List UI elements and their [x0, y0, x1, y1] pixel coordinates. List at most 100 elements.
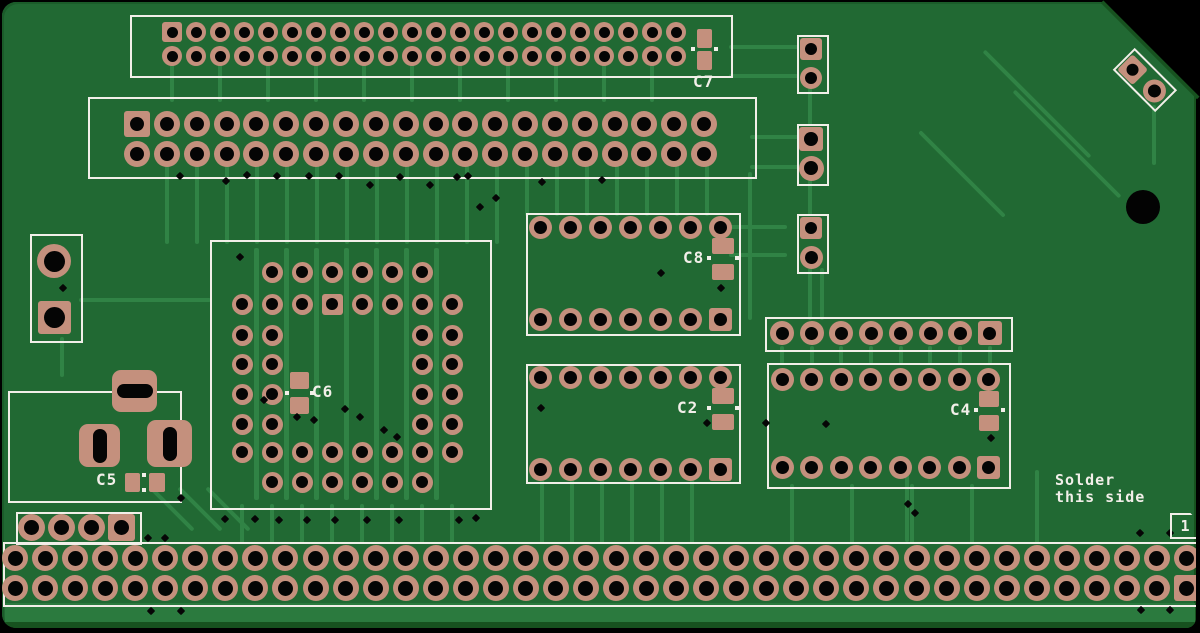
drill-hole — [236, 298, 248, 310]
bus-pin-header-pin — [332, 111, 359, 137]
drill-hole — [999, 580, 1015, 596]
dip14-socket-c8-outline — [526, 213, 741, 336]
edge-pin-header-pin — [92, 545, 119, 571]
edge-pin-header-pin — [482, 575, 509, 601]
trace — [375, 152, 379, 244]
drill-hole — [804, 132, 818, 146]
drill-hole — [236, 446, 248, 458]
drill-hole — [548, 550, 564, 566]
bus-pin-header-pin — [153, 141, 180, 167]
drill-hole — [909, 550, 924, 566]
bus-pin-header-pin — [213, 141, 240, 167]
power-connector-c5-silk-tick — [142, 488, 146, 492]
drill-hole — [547, 147, 562, 161]
drill-hole — [667, 117, 682, 131]
drill-hole — [130, 147, 144, 161]
drill-hole — [266, 266, 278, 278]
slot-hole — [116, 384, 153, 398]
power-connector-c5-smd-pad — [125, 473, 140, 492]
edge-pin-header-pin — [542, 545, 569, 571]
label-c4: C4 — [950, 400, 972, 419]
drill-hole — [113, 519, 129, 535]
pwr-pin-header-pin — [77, 513, 105, 541]
drill-hole — [286, 26, 298, 38]
top-pin-header-pin — [162, 46, 182, 66]
top-pin-header-pin — [258, 46, 278, 66]
bus-pin-header-pin — [243, 111, 270, 137]
drill-hole — [818, 580, 834, 596]
edge-pin-header-pin — [993, 545, 1020, 571]
trace — [344, 248, 349, 500]
aux-pin-header-pin — [977, 321, 1002, 345]
top-pin-header-pin — [426, 22, 446, 42]
trace — [750, 165, 799, 169]
edge-pin-header-pin — [693, 545, 720, 571]
power-connector-c5-slot-pad — [79, 424, 120, 467]
drill-hole — [952, 372, 966, 386]
bus-pin-header-pin — [422, 111, 449, 137]
edge-pin-header-pin — [32, 575, 59, 601]
dip16-socket-c4-pin — [770, 455, 794, 479]
jumper-jp2-pin — [798, 155, 824, 181]
jumper-jp1-pin — [800, 67, 822, 89]
drill-hole — [775, 372, 789, 386]
drill-hole — [1124, 61, 1142, 79]
dip14-socket-c8-pin — [708, 215, 732, 239]
drill-hole — [416, 358, 428, 370]
bus-pin-header-pin — [571, 141, 598, 167]
top-pin-header-pin — [498, 46, 518, 66]
drill-hole — [488, 117, 503, 131]
edge-pin-header-pin — [482, 545, 509, 571]
edge-pin-header-pin — [1083, 545, 1110, 571]
plcc-socket-c6-pin — [351, 471, 373, 493]
dip16-socket-c4-pin — [859, 367, 882, 391]
drill-hole — [646, 26, 658, 38]
drill-hole — [238, 50, 250, 62]
top-pin-header-pin — [474, 46, 494, 66]
aux-pin-header-pin — [770, 321, 794, 345]
trace — [60, 337, 64, 377]
drill-hole — [533, 462, 547, 476]
drill-hole — [249, 117, 264, 131]
edge-pin-header-pin — [933, 545, 960, 571]
bus-pin-header-pin — [422, 141, 449, 167]
plcc-socket-c6-pin — [261, 353, 283, 375]
bus-pin-header-pin — [691, 111, 718, 137]
drill-hole — [127, 580, 143, 596]
drill-hole — [683, 220, 697, 234]
trace — [970, 484, 974, 544]
trace — [330, 504, 334, 544]
drill-hole — [805, 326, 819, 340]
drill-hole — [458, 117, 473, 131]
bus-pin-header-pin — [392, 141, 419, 167]
edge-pin-header-pin — [572, 545, 599, 571]
bus-pin-header-pin — [303, 141, 330, 167]
drill-hole — [939, 550, 955, 566]
edge-pin-header-pin — [152, 575, 179, 601]
dip14-socket-c8-pin — [648, 215, 672, 239]
plcc-socket-c6-pin — [351, 441, 373, 463]
drill-hole — [214, 50, 226, 62]
drill-hole — [416, 446, 428, 458]
bus-pin-header-pin — [631, 141, 658, 167]
plcc-socket-c6-pin — [411, 441, 433, 463]
drill-hole — [622, 26, 634, 38]
top-pin-header-smd-pad — [697, 51, 712, 70]
dip14-socket-c2-pin — [708, 365, 732, 389]
top-pin-header-pin — [162, 22, 182, 42]
drill-hole — [697, 117, 712, 131]
via — [454, 515, 464, 525]
drill-hole — [266, 418, 278, 430]
board-bottom-rim — [5, 622, 1195, 628]
edge-pin-header-pin — [1023, 545, 1050, 571]
drill-hole — [130, 117, 144, 131]
label-c5: C5 — [96, 470, 118, 489]
dip16-socket-c4-silk-tick — [1001, 408, 1005, 412]
drill-hole — [296, 446, 308, 458]
jumper-jp2-outline — [797, 124, 829, 186]
dip14-socket-c2-pin — [558, 457, 582, 481]
drill-hole — [578, 550, 594, 566]
drill-hole — [458, 147, 473, 161]
drill-hole — [326, 266, 338, 278]
bus-pin-header-outline — [88, 97, 757, 179]
